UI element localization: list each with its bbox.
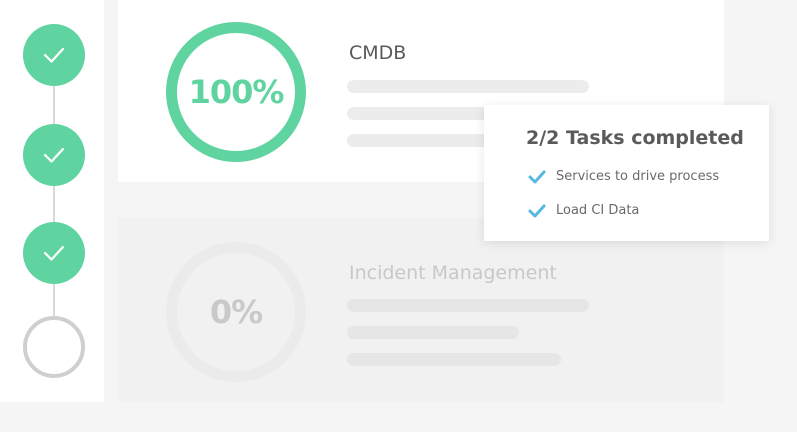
checkmark-icon [528,204,546,217]
checkmark-icon [43,47,65,63]
placeholder-line [347,107,519,120]
placeholder-line [347,326,519,339]
step-2-completed[interactable] [23,124,85,186]
placeholder-line [347,80,589,93]
task-item: Services to drive process [528,169,719,184]
progress-ring: 100% [166,22,306,162]
tooltip-title: 2/2 Tasks completed [526,127,744,149]
progress-percent: 0% [209,293,263,331]
progress-ring: 0% [166,242,306,382]
card-title: Incident Management [349,262,557,284]
checkmark-icon [43,147,65,163]
card-title: CMDB [349,42,407,64]
step-4-pending[interactable] [23,316,85,378]
module-card-incident-management[interactable]: 0% Incident Management [118,218,724,402]
step-1-completed[interactable] [23,24,85,86]
placeholder-line [347,299,589,312]
tasks-tooltip: 2/2 Tasks completed Services to drive pr… [484,105,769,241]
step-connector [53,268,55,334]
placeholder-line [347,353,561,366]
step-3-completed[interactable] [23,222,85,284]
task-label: Load CI Data [556,203,640,218]
checkmark-icon [528,170,546,183]
progress-stepper [0,0,104,402]
progress-percent: 100% [188,73,285,111]
checkmark-icon [43,245,65,261]
step-connector [53,70,55,140]
task-label: Services to drive process [556,169,720,184]
task-item: Load CI Data [528,203,639,218]
step-connector [53,170,55,238]
